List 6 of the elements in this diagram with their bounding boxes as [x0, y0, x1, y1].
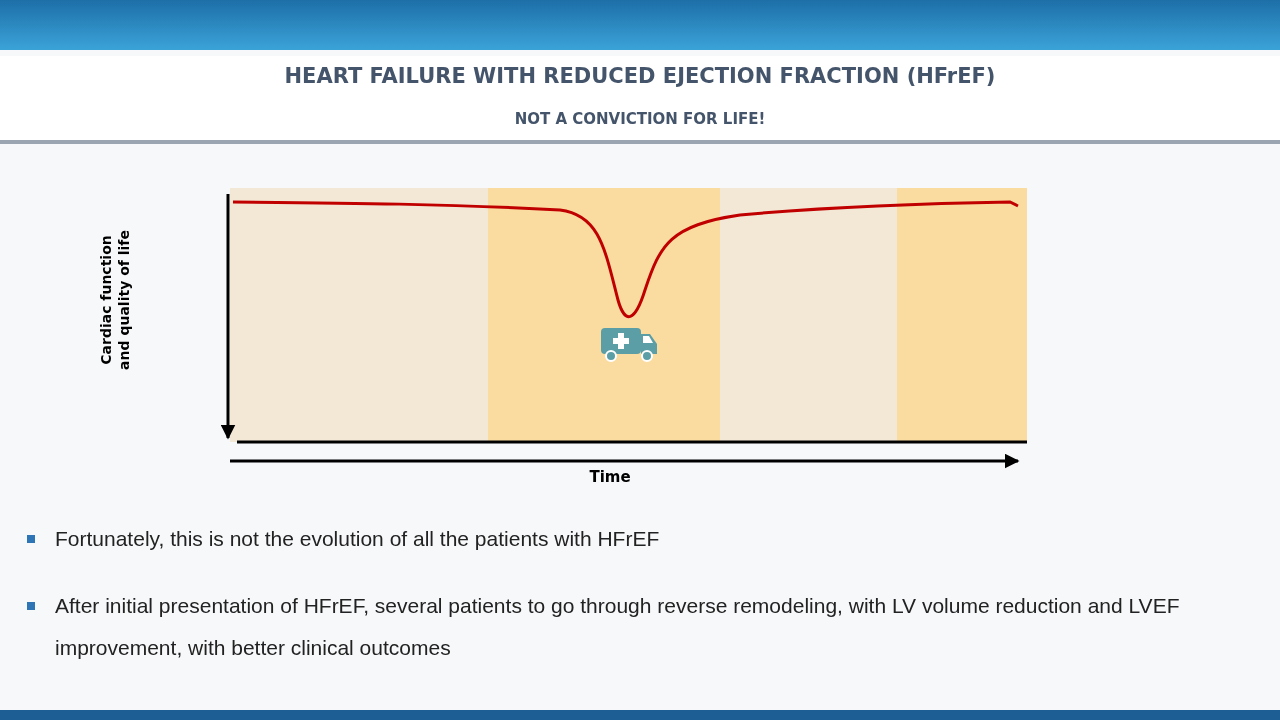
- bullet-text: After initial presentation of HFrEF, several patients to go through reverse remodeling, with LV volume reduction and LVEF improvement, with better clinical outcomes: [55, 593, 1181, 661]
- slide-title: HEART FAILURE WITH REDUCED EJECTION FRACTION (HFrEF): [283, 64, 997, 88]
- bullet-text: Fortunately, this is not the evolution of all the patients with HFrEF: [55, 526, 661, 552]
- slide-subtitle: NOT A CONVICTION FOR LIFE!: [513, 110, 767, 128]
- axis-label: Cardiac function and quality of life: [97, 229, 133, 372]
- axis-label: Time: [588, 468, 632, 486]
